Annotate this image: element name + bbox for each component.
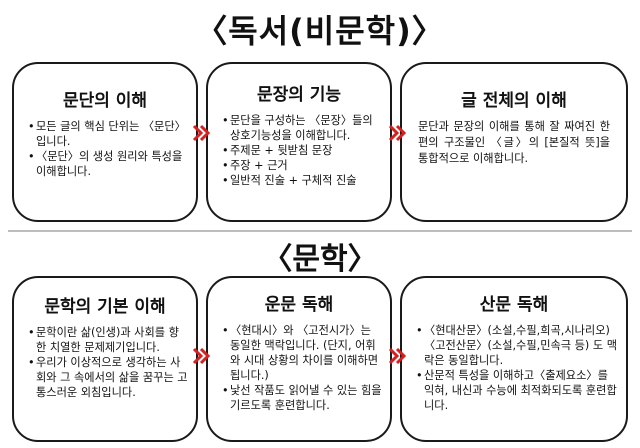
section-divider bbox=[8, 230, 632, 232]
box-verse-reading: 운문 독해 〈현대시〉와 〈고전시가〉는 동일한 맥락입니다. (단지, 어휘와… bbox=[206, 276, 392, 442]
double-chevron-right-icon bbox=[192, 124, 211, 142]
list-item: 〈문단〉의 생성 원리와 특성을 이해합니다. bbox=[28, 149, 188, 179]
box-title: 산문 독해 bbox=[479, 295, 549, 315]
list-item: 〈현대시〉와 〈고전시가〉는 동일한 맥락입니다. (단지, 어휘와 시대 상황… bbox=[222, 323, 382, 383]
box-paragraph: 문단과 문장의 이해를 통해 잘 짜여진 한 편의 구조물인 〈글〉의 [본질적… bbox=[418, 120, 610, 165]
item-list: 문학이란 삶(인생)과 사회를 향한 치열한 문제제기입니다. 우리가 이상적으… bbox=[14, 325, 196, 400]
list-item: 산문적 특성을 이해하고〈출제요소〉를 익혀, 내신과 수능에 최적화되도록 훈… bbox=[416, 368, 618, 413]
literature-section-title: 〈문학〉 bbox=[262, 242, 378, 277]
double-chevron-right-icon bbox=[388, 124, 407, 142]
reading-section-title: 〈독서(비문학)〉 bbox=[195, 12, 445, 50]
list-item: 우리가 이상적으로 생각하는 사회와 그 속에서의 삶을 꿈꾸는 고통스러운 외… bbox=[28, 355, 188, 400]
list-item: 문단을 구성하는 〈문장〉들의 상호기능성을 이해합니다. bbox=[222, 113, 382, 143]
box-paragraph-understanding: 문단의 이해 모든 글의 핵심 단위는 〈문단〉입니다. 〈문단〉의 생성 원리… bbox=[12, 62, 198, 222]
list-item: 문학이란 삶(인생)과 사회를 향한 치열한 문제제기입니다. bbox=[28, 325, 188, 355]
box-sentence-function: 문장의 기능 문단을 구성하는 〈문장〉들의 상호기능성을 이해합니다. 주제문… bbox=[206, 62, 392, 222]
double-chevron-right-icon bbox=[192, 347, 211, 365]
box-title: 문장의 기능 bbox=[256, 85, 342, 105]
list-item: 주제문 + 뒷받침 문장 bbox=[222, 143, 382, 158]
item-list: 모든 글의 핵심 단위는 〈문단〉입니다. 〈문단〉의 생성 원리와 특성을 이… bbox=[14, 119, 196, 179]
box-title: 문단의 이해 bbox=[62, 91, 148, 111]
item-list: 〈현대시〉와 〈고전시가〉는 동일한 맥락입니다. (단지, 어휘와 시대 상황… bbox=[208, 323, 390, 413]
box-whole-text: 글 전체의 이해 문단과 문장의 이해를 통해 잘 짜여진 한 편의 구조물인 … bbox=[400, 62, 628, 222]
double-chevron-right-icon bbox=[388, 347, 407, 365]
box-title: 운문 독해 bbox=[264, 295, 334, 315]
list-item: 〈현대산문〉(소설,수필,희곡,시나리오) 〈고전산문〉(소설,수필,민속극 등… bbox=[416, 323, 618, 368]
list-item: 일반적 진술 + 구체적 진술 bbox=[222, 173, 382, 188]
box-title: 글 전체의 이해 bbox=[461, 91, 567, 111]
item-list: 문단을 구성하는 〈문장〉들의 상호기능성을 이해합니다. 주제문 + 뒷받침 … bbox=[208, 113, 390, 188]
box-title: 문학의 기본 이해 bbox=[44, 297, 166, 317]
list-item: 모든 글의 핵심 단위는 〈문단〉입니다. bbox=[28, 119, 188, 149]
list-item: 낯선 작품도 읽어낼 수 있는 힘을 기르도록 훈련합니다. bbox=[222, 383, 382, 413]
item-list: 〈현대산문〉(소설,수필,희곡,시나리오) 〈고전산문〉(소설,수필,민속극 등… bbox=[402, 323, 626, 413]
box-literature-basics: 문학의 기본 이해 문학이란 삶(인생)과 사회를 향한 치열한 문제제기입니다… bbox=[12, 276, 198, 442]
list-item: 주장 + 근거 bbox=[222, 158, 382, 173]
box-prose-reading: 산문 독해 〈현대산문〉(소설,수필,희곡,시나리오) 〈고전산문〉(소설,수필… bbox=[400, 276, 628, 442]
